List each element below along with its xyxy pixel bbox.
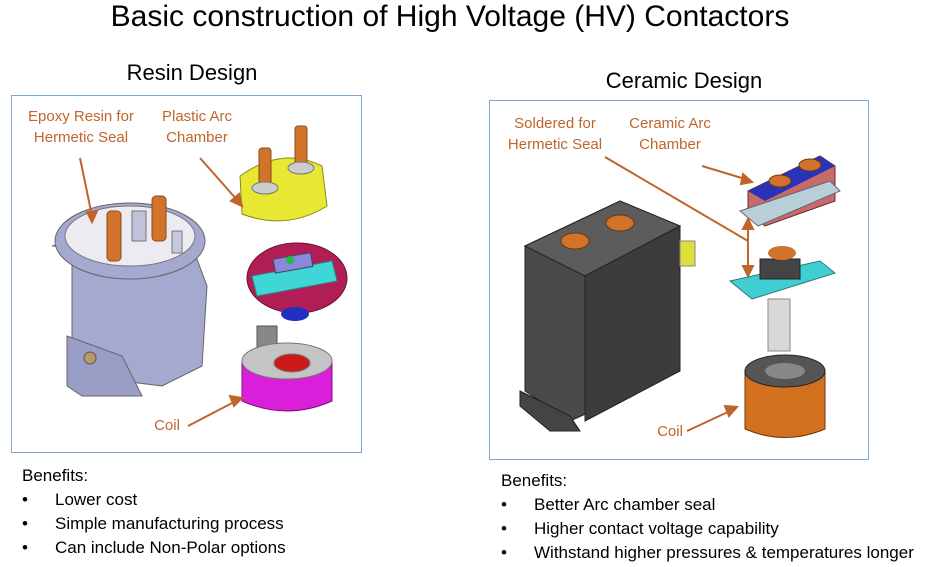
solder-label-line2: Hermetic Seal — [507, 136, 603, 153]
ceramic-contactor-illustration — [519, 155, 841, 438]
resin-benefit-item: Lower cost — [22, 488, 286, 512]
resin-benefits-heading: Benefits: — [22, 466, 89, 485]
ceramic-benefits: Benefits: Better Arc chamber seal Higher… — [501, 469, 914, 565]
ceramic-arc-chamber-label: Ceramic Arc Chamber — [620, 113, 720, 155]
arc-label-line1: Plastic Arc — [161, 108, 233, 125]
resin-coil-label: Coil — [154, 417, 180, 434]
epoxy-label-line1: Epoxy Resin for — [28, 108, 134, 125]
resin-contactor-illustration — [51, 125, 348, 427]
resin-benefit-item: Can include Non-Polar options — [22, 536, 286, 560]
plastic-arc-chamber-label: Plastic Arc Chamber — [147, 106, 247, 148]
arc-label-line2: Chamber — [166, 129, 228, 146]
resin-benefit-item: Simple manufacturing process — [22, 512, 286, 536]
epoxy-label-line2: Hermetic Seal — [33, 129, 129, 146]
epoxy-resin-label: Epoxy Resin for Hermetic Seal — [16, 106, 146, 148]
ceramic-arc-label-line1: Ceramic Arc — [629, 115, 711, 132]
resin-benefits: Benefits: Lower cost Simple manufacturin… — [22, 464, 286, 560]
ceramic-benefit-item: Better Arc chamber seal — [501, 493, 914, 517]
ceramic-coil-label: Coil — [657, 423, 683, 440]
soldered-seal-label: Soldered for Hermetic Seal — [500, 113, 610, 155]
ceramic-benefit-item: Withstand higher pressures & temperature… — [501, 541, 914, 565]
solder-label-line1: Soldered for — [514, 115, 596, 132]
ceramic-heading: Ceramic Design — [605, 68, 763, 93]
ceramic-arc-label-line2: Chamber — [639, 136, 701, 153]
resin-heading: Resin Design — [126, 60, 258, 85]
ceramic-diagram-frame: Soldered for Hermetic Seal Ceramic Arc C… — [489, 100, 869, 460]
ceramic-benefits-heading: Benefits: — [501, 471, 568, 490]
resin-diagram-frame: Epoxy Resin for Hermetic Seal Plastic Ar… — [11, 95, 362, 453]
ceramic-benefit-item: Higher contact voltage capability — [501, 517, 914, 541]
slide-title: Basic construction of High Voltage (HV) … — [110, 0, 790, 33]
